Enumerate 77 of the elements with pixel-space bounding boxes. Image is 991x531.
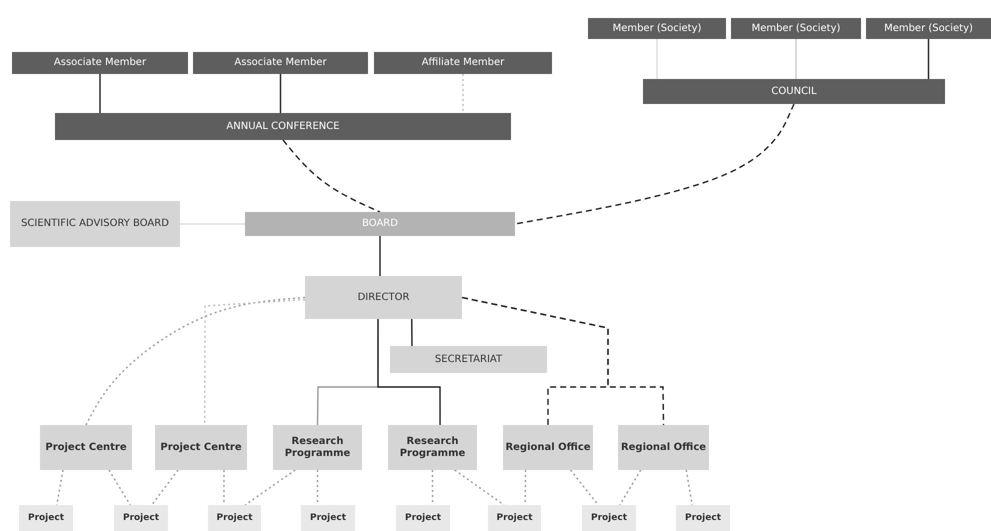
- node-label: Member (Society): [884, 22, 973, 34]
- member-box: [193, 52, 368, 74]
- node-label: ANNUAL CONFERENCE: [226, 120, 340, 132]
- org-box: [390, 346, 547, 373]
- node-label: Project: [684, 512, 722, 524]
- node-label: Project: [590, 512, 628, 524]
- connector-line: [514, 104, 795, 225]
- connector-line: [85, 296, 306, 426]
- connector-line: [379, 236, 381, 276]
- connector-line: [316, 470, 318, 505]
- connector-line: [280, 74, 282, 113]
- org-box: [273, 425, 362, 470]
- member-box: [55, 113, 511, 140]
- node-label: Member (Society): [612, 22, 702, 34]
- node-label: Project: [496, 512, 533, 524]
- node-label: Member (Society): [752, 22, 840, 34]
- connector-line: [656, 39, 658, 79]
- connector-line: [244, 469, 296, 506]
- node-label: Project: [28, 512, 64, 524]
- node-label: SCIENTIFIC ADVISORY BOARD: [21, 218, 169, 230]
- node-label: Regional Office: [505, 442, 591, 454]
- connector-line: [204, 298, 306, 425]
- connector-line: [180, 223, 245, 225]
- project-box: [582, 505, 636, 531]
- connector-line: [411, 319, 413, 346]
- node-label: Affiliate Member: [422, 57, 504, 69]
- connector-line: [454, 469, 504, 506]
- connector-line: [377, 319, 441, 425]
- member-box: [588, 18, 726, 39]
- member-box: [374, 52, 552, 74]
- connector-line: [56, 470, 64, 506]
- project-box: [488, 505, 541, 531]
- org-box: [10, 201, 180, 247]
- project-box: [114, 505, 168, 531]
- connector-line: [686, 470, 693, 506]
- connector-line: [99, 74, 101, 113]
- connector-line: [108, 470, 131, 506]
- project-box: [19, 505, 73, 531]
- org-box: [388, 425, 477, 470]
- node-label: Project: [216, 512, 253, 524]
- connector-line: [570, 470, 599, 506]
- node-label: Research Programme: [398, 436, 466, 459]
- node-label: Research Programme: [284, 436, 352, 459]
- board-box: [245, 212, 515, 236]
- org-box: [618, 425, 709, 470]
- node-label: Associate Member: [234, 57, 327, 69]
- node-label: Project: [122, 512, 160, 524]
- node-label: SECRETARIAT: [434, 354, 502, 366]
- project-box: [208, 505, 261, 531]
- member-box: [12, 52, 188, 74]
- connector-line: [795, 39, 797, 79]
- org-box: [40, 425, 132, 470]
- org-box: [305, 276, 462, 319]
- project-box: [676, 505, 730, 531]
- connector-line: [432, 470, 434, 505]
- member-box: [643, 79, 945, 104]
- node-label: Project Centre: [45, 442, 127, 454]
- node-label: Associate Member: [54, 57, 146, 69]
- member-box: [866, 18, 991, 39]
- connector-line: [928, 39, 930, 79]
- member-box: [731, 18, 861, 39]
- node-label: BOARD: [362, 218, 398, 230]
- org-box: [155, 425, 247, 470]
- node-label: DIRECTOR: [358, 292, 410, 304]
- node-label: Project: [404, 512, 442, 524]
- node-label: COUNCIL: [771, 86, 817, 98]
- connector-line: [524, 470, 526, 505]
- connector-line: [462, 74, 464, 113]
- node-label: Project: [310, 512, 346, 524]
- node-label: Regional Office: [620, 442, 706, 454]
- org-box: [503, 425, 593, 470]
- connector-line: [462, 296, 664, 425]
- connector-line: [282, 140, 380, 213]
- connector-line: [223, 470, 225, 505]
- connector-line: [151, 470, 179, 506]
- node-label: Project Centre: [160, 442, 242, 454]
- connector-line: [619, 470, 642, 506]
